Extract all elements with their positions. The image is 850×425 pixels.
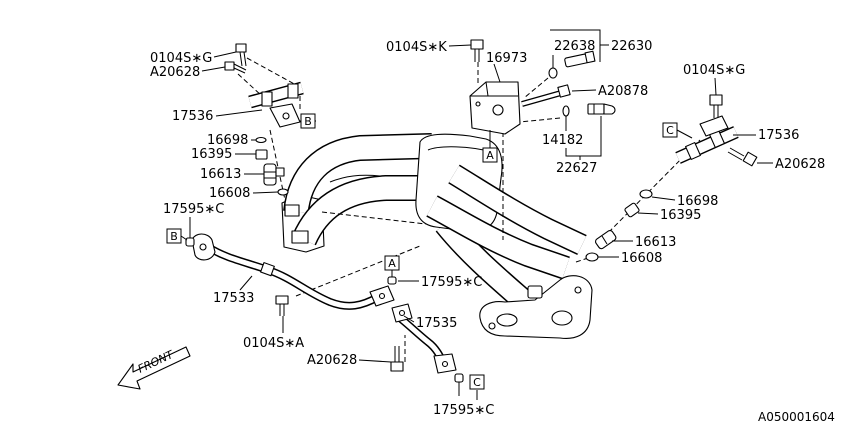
bolt-a20628-right	[727, 147, 758, 167]
callout-letter: A	[486, 149, 494, 162]
bolt-0104s-k	[470, 39, 484, 62]
oring-14182	[562, 105, 570, 117]
label-clip-17595c-left: 17595∗C	[163, 202, 224, 217]
fuel-rail-left	[248, 81, 304, 128]
label-pipe-17535: 17535	[416, 316, 457, 331]
bracket-16973	[469, 81, 521, 135]
label-part-22638: 22638	[554, 39, 595, 54]
label-clip-17595c-mid: 17595∗C	[421, 275, 482, 290]
seal-16608-left	[277, 188, 289, 196]
part-labels: 0104S∗G A20628 17536 16698 16395 16613 1…	[150, 39, 825, 418]
cap-16395-left	[255, 149, 268, 160]
oring-16698-left	[255, 136, 267, 144]
front-direction-arrow: FRONT	[117, 346, 191, 390]
callout-letter: B	[170, 230, 178, 243]
label-bolt-0104s-k: 0104S∗K	[386, 40, 447, 55]
fuel-rail-right	[675, 115, 739, 164]
callout-letter: C	[666, 124, 674, 137]
bolt-0104s-g-left	[235, 43, 247, 67]
label-cap-16395-right: 16395	[660, 208, 701, 223]
callout-a-center: A	[482, 147, 498, 163]
label-cap-16395-left: 16395	[191, 147, 232, 162]
callout-letter: A	[388, 257, 396, 270]
label-part-22630: 22630	[611, 39, 652, 54]
oring-22638	[548, 67, 558, 79]
callout-b-left: B	[166, 228, 182, 244]
runner-lower-left	[292, 174, 440, 246]
sensor-22627	[587, 103, 616, 115]
label-oring-14182: 14182	[542, 133, 583, 148]
clip-17595c-left	[185, 237, 195, 247]
label-oring-16698-right: 16698	[677, 194, 718, 209]
leader-lines	[180, 29, 773, 400]
label-bolt-a20878: A20878	[598, 84, 648, 99]
label-bolt-0104s-a: 0104S∗A	[243, 336, 304, 351]
right-flange-boss	[527, 285, 543, 299]
label-sensor-22627: 22627	[556, 161, 597, 176]
right-flange-port-1	[496, 313, 518, 327]
callout-c-right: C	[662, 122, 678, 138]
label-bolt-a20628-left: A20628	[150, 65, 200, 80]
label-fuel-rail-right: 17536	[758, 128, 799, 143]
callout-b-top: B	[300, 113, 316, 129]
figure-number: A050001604	[758, 410, 835, 424]
fuel-injector-right	[594, 229, 617, 250]
right-flange-bolt-hole	[574, 286, 582, 294]
right-flange-bolt-hole	[488, 322, 496, 330]
callout-letter: B	[304, 115, 312, 128]
label-oring-16698-left: 16698	[207, 133, 248, 148]
label-injector-16613-right: 16613	[635, 235, 676, 250]
runner-upper-left	[283, 133, 433, 214]
left-flange-port-2	[291, 230, 309, 244]
sensor-22630	[564, 50, 596, 68]
cap-16395-right	[624, 202, 640, 218]
seal-16608-right	[585, 252, 599, 262]
label-bolt-a20628-right: A20628	[775, 157, 825, 172]
left-flange-port-1	[284, 204, 300, 217]
label-bolt-0104s-g-left: 0104S∗G	[150, 51, 212, 66]
pipe-17533	[191, 233, 395, 310]
label-injector-16613-left: 16613	[200, 167, 241, 182]
label-clip-17595c-bottom: 17595∗C	[433, 403, 494, 418]
runner-lower-right	[435, 216, 533, 312]
callout-letter: C	[473, 376, 481, 389]
label-pipe-17533: 17533	[213, 291, 254, 306]
fuel-injector-left	[263, 163, 285, 186]
label-seal-16608-right: 16608	[621, 251, 662, 266]
label-bolt-a20628-bottom: A20628	[307, 353, 357, 368]
bolt-a20628-bottom	[390, 346, 404, 372]
label-seal-16608-left: 16608	[209, 186, 250, 201]
intake-manifold	[281, 133, 593, 339]
label-bracket-16973: 16973	[486, 51, 527, 66]
runner-right-2	[448, 164, 587, 255]
oring-16698-right	[639, 189, 653, 199]
right-flange-port-2	[551, 310, 573, 326]
callout-c-bottom: C	[469, 374, 485, 390]
label-fuel-rail-left: 17536	[172, 109, 213, 124]
bolt-0104s-a	[275, 295, 289, 316]
clip-17595c-mid	[387, 276, 397, 285]
callout-a-bottom: A	[384, 255, 400, 271]
label-bolt-0104s-g-right: 0104S∗G	[683, 63, 745, 78]
runner-right-1	[426, 195, 570, 280]
clip-17595c-bottom	[454, 373, 464, 383]
assembly-lines	[237, 57, 701, 362]
bolt-a20628-left	[224, 61, 247, 74]
bolt-a20878	[521, 84, 571, 107]
bolt-0104s-g-right	[709, 94, 723, 118]
